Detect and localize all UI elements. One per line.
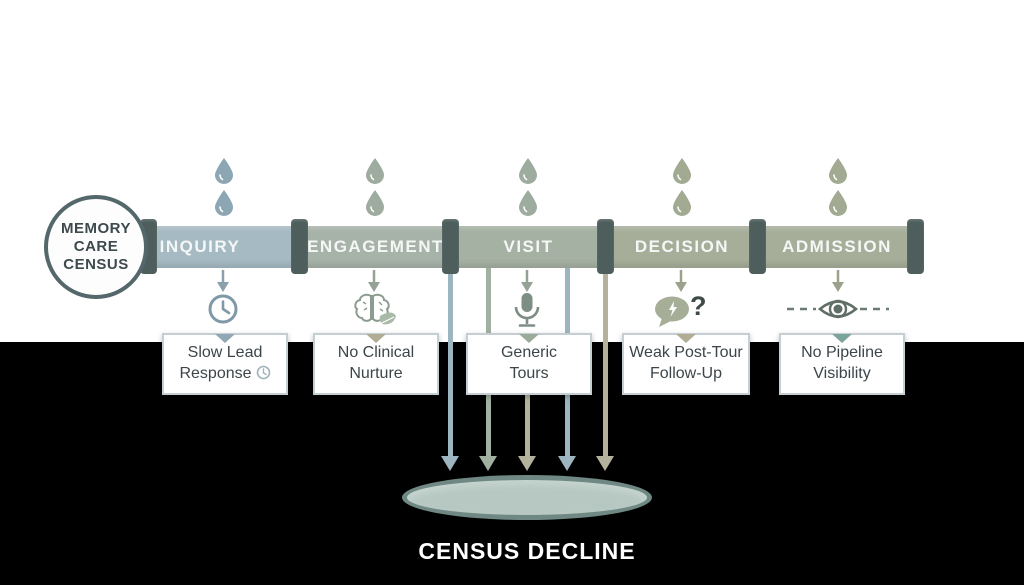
issue-box-slow-lead-response: Slow Lead Response [162, 333, 288, 395]
box-notch [366, 334, 386, 343]
water-drop-icon [215, 158, 233, 184]
issue-text: Weak Post-Tour [629, 344, 743, 362]
issue-text: Generic [500, 344, 558, 362]
stage-label-engagement: ENGAGEMENT [307, 237, 444, 256]
clock-icon [208, 294, 238, 324]
issue-box-no-clinical-nurture: No Clinical Nurture [313, 333, 439, 395]
brain-leaf-icon [354, 293, 396, 325]
box-notch [832, 334, 852, 343]
leak-line [448, 268, 453, 456]
water-drop-icon [215, 190, 233, 216]
issue-text: Nurture [349, 365, 403, 382]
water-drop-icon [366, 158, 384, 184]
issue-text: Follow-Up [649, 365, 722, 382]
down-arrow-icon [368, 270, 380, 292]
leak-arrowhead [596, 456, 614, 471]
leak-line [603, 268, 608, 456]
water-drop-icon [829, 190, 847, 216]
leak-arrowhead [479, 456, 497, 471]
issue-box-weak-post-tour-follow-up: Weak Post-Tour Follow-Up [622, 333, 750, 395]
eye-icon [787, 299, 889, 319]
issue-text: No Pipeline [801, 344, 883, 362]
box-notch [215, 334, 235, 343]
pipe-segment-visit: VISIT [451, 226, 606, 268]
water-drop-icon [673, 190, 691, 216]
source-line-1: MEMORY [61, 219, 131, 237]
stage-label-inquiry: INQUIRY [159, 237, 241, 256]
svg-text:?: ? [690, 291, 707, 321]
issue-box-generic-tours: Generic Tours [466, 333, 592, 395]
water-drop-icon [829, 158, 847, 184]
issue-text: Visibility [813, 365, 871, 382]
census-decline-caption: CENSUS DECLINE [418, 538, 636, 564]
stage-label-admission: ADMISSION [782, 237, 892, 256]
water-drop-icon [519, 158, 537, 184]
box-notch [676, 334, 696, 343]
box-notch [519, 334, 539, 343]
microphone-icon [514, 293, 540, 327]
census-decline-pool [402, 475, 652, 520]
leak-arrowhead [518, 456, 536, 471]
pipe-coupling [442, 219, 459, 274]
alert-clock-icon [256, 365, 270, 380]
pipe-segment-admission: ADMISSION [758, 226, 916, 268]
chat-bolt-question-icon: ? [655, 291, 707, 327]
issue-text: No Clinical [337, 344, 415, 362]
issue-box-no-pipeline-visibility: No Pipeline Visibility [779, 333, 905, 395]
stage-label-decision: DECISION [634, 237, 730, 256]
issue-text: Slow Lead [187, 344, 263, 362]
down-arrow-icon [832, 270, 844, 292]
pipe-coupling [907, 219, 924, 274]
stage-label-visit: VISIT [503, 237, 554, 256]
issue-text: Response [179, 365, 252, 382]
water-drop-icon [519, 190, 537, 216]
source-line-3: CENSUS [63, 256, 129, 274]
water-drop-icon [673, 158, 691, 184]
issue-text: Tours [509, 365, 549, 382]
pipe-coupling [291, 219, 308, 274]
down-arrow-icon [521, 270, 533, 292]
water-drop-icon [366, 190, 384, 216]
source-line-2: CARE [73, 237, 119, 255]
pipe-coupling [749, 219, 766, 274]
pipe-segment-engagement: ENGAGEMENT [300, 226, 451, 268]
pipe-coupling [597, 219, 614, 274]
pipe-segment-decision: DECISION [606, 226, 758, 268]
down-arrow-icon [675, 270, 687, 292]
leak-arrowhead [558, 456, 576, 471]
down-arrow-icon [217, 270, 229, 292]
source-circle: MEMORY CARE CENSUS [44, 195, 148, 299]
leak-line [525, 340, 530, 456]
leak-arrowhead [441, 456, 459, 471]
